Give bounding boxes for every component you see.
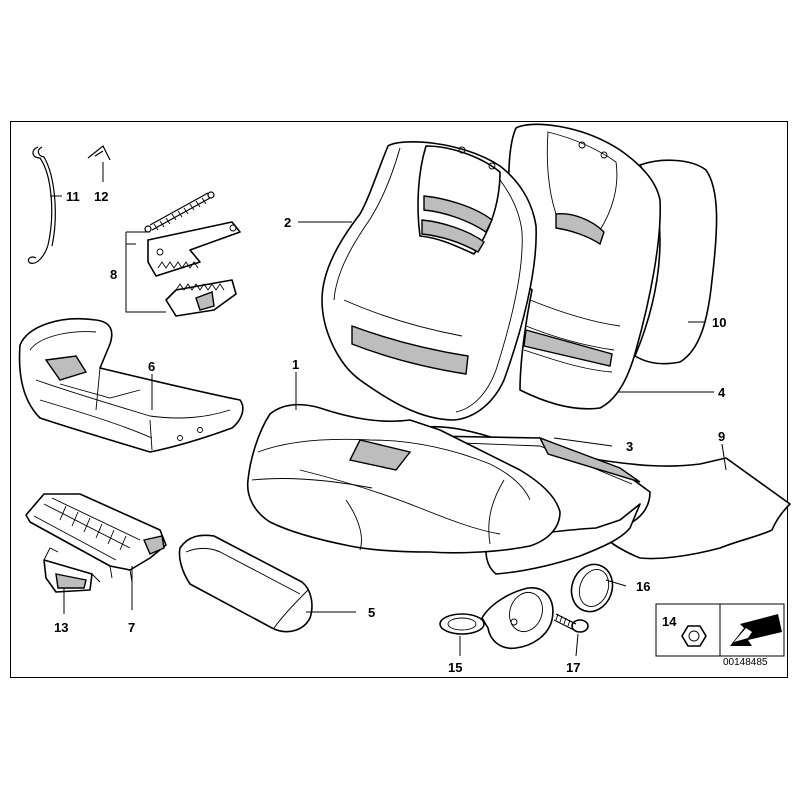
label-4: 4 (718, 385, 726, 400)
label-5: 5 (368, 605, 375, 620)
spring-coil (144, 191, 215, 233)
part-10-backrest-panel[interactable] (634, 159, 718, 365)
diagram-frame (10, 121, 788, 678)
part-6-seat-frame[interactable] (18, 318, 244, 453)
callout-labels: 11 12 8 6 13 7 2 1 3 10 4 9 5 16 14 15 1… (54, 189, 726, 675)
part-15-trim-ring[interactable] (439, 587, 554, 650)
part-8-spring-bracket-set[interactable] (144, 191, 241, 317)
label-2: 2 (284, 215, 291, 230)
label-10: 10 (712, 315, 726, 330)
label-6: 6 (148, 359, 155, 374)
label-7: 7 (128, 620, 135, 635)
part-13-bracket[interactable] (43, 547, 101, 593)
hex-nut-icon (681, 625, 707, 647)
part-12-clip[interactable] (87, 145, 111, 161)
label-14: 14 (662, 614, 677, 629)
label-1: 1 (292, 357, 299, 372)
part-7-adjuster-mechanism[interactable] (25, 493, 167, 583)
legend-box (655, 603, 785, 657)
label-12: 12 (94, 189, 108, 204)
part-4-backrest-rear[interactable] (507, 123, 662, 410)
part-1-seat-cushion-front[interactable] (246, 403, 561, 554)
part-17-screw[interactable] (553, 613, 589, 633)
bracket-upper (147, 221, 241, 277)
label-13: 13 (54, 620, 68, 635)
part-11-wire-clip[interactable] (27, 146, 56, 264)
arrow-icon (730, 614, 782, 646)
label-9: 9 (718, 429, 725, 444)
catalog-number: 00148485 (723, 657, 768, 668)
label-11: 11 (66, 189, 80, 204)
label-17: 17 (566, 660, 580, 675)
label-8: 8 (110, 267, 117, 282)
leader-lines (50, 162, 727, 657)
part-16-cover-cap[interactable] (565, 559, 619, 618)
label-3: 3 (626, 439, 633, 454)
part-5-cushion-pad[interactable] (178, 534, 313, 633)
part-2-backrest-front[interactable] (321, 141, 537, 421)
label-16: 16 (636, 579, 650, 594)
label-15: 15 (448, 660, 462, 675)
